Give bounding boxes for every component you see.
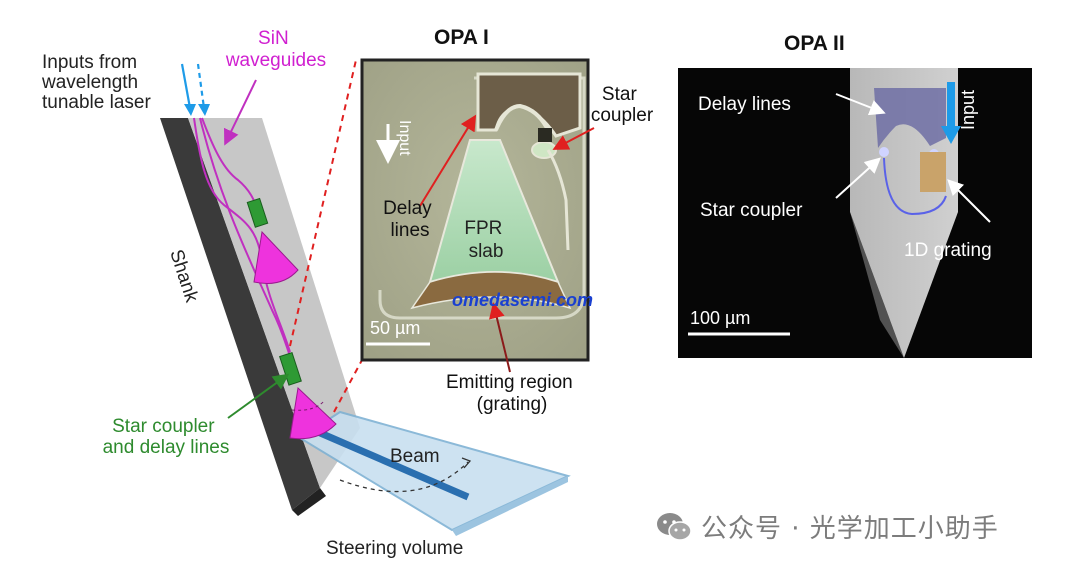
opa1-micrograph: Input Delay lines FPR slab omedasemi.com… [360,58,595,373]
opa1-emitting-label: Emitting region (grating) [446,372,578,415]
fpr-fan-1 [253,230,299,284]
input-arrow-dashed [196,63,206,109]
opa2-grating-label: 1D grating [904,240,992,261]
watermark: 公众号 · 光学加工小助手 [655,508,999,545]
watermark-text: 公众号 · 光学加工小助手 [701,514,999,544]
inputs-label: Inputs from wavelength tunable laser [41,52,151,113]
input-arrow-solid [180,63,192,109]
waveguide-1 [193,117,291,353]
opa2-delay-label: Delay lines [698,94,791,115]
opa1-input-label: Input [396,120,413,156]
beam [316,428,470,501]
zoom-line-top [289,59,357,347]
wechat-icon [657,512,692,541]
opa1-delay-label: Delay lines [383,198,437,241]
star-coupler-pointer [227,373,290,419]
emitting-region [410,271,572,310]
opa2-title: OPA II [784,32,845,55]
steering-volume [298,410,571,532]
opa2-micrograph: Input Delay lines Star coupler 1D gratin… [678,68,1032,358]
opa1-star-label: Star coupler [591,84,654,126]
zoom-line-bottom [333,359,363,413]
opa2-scale-label: 100 µm [690,308,750,328]
shank-label: Shank [165,247,202,305]
waveguide-label: SiN waveguides [225,28,326,71]
opa2-input-label: Input [958,90,978,130]
fpr-label: FPR slab [464,218,507,262]
beam-label: Beam [390,446,440,467]
fpr-fan-2 [289,386,337,440]
opa1-scale-label: 50 µm [370,318,420,338]
star-coupler-block-1 [246,197,269,228]
opa2-star-label: Star coupler [700,200,803,221]
steering-label: Steering volume [326,538,463,559]
waveguide-pointer [224,79,257,146]
opa2-grating [920,152,946,192]
shank-side [160,118,320,510]
star-coupler-block-2 [279,351,302,386]
opa1-title: OPA I [434,26,489,49]
star-coupler-label: Star coupler and delay lines [103,416,230,458]
overlay-url: omedasemi.com [452,290,593,310]
